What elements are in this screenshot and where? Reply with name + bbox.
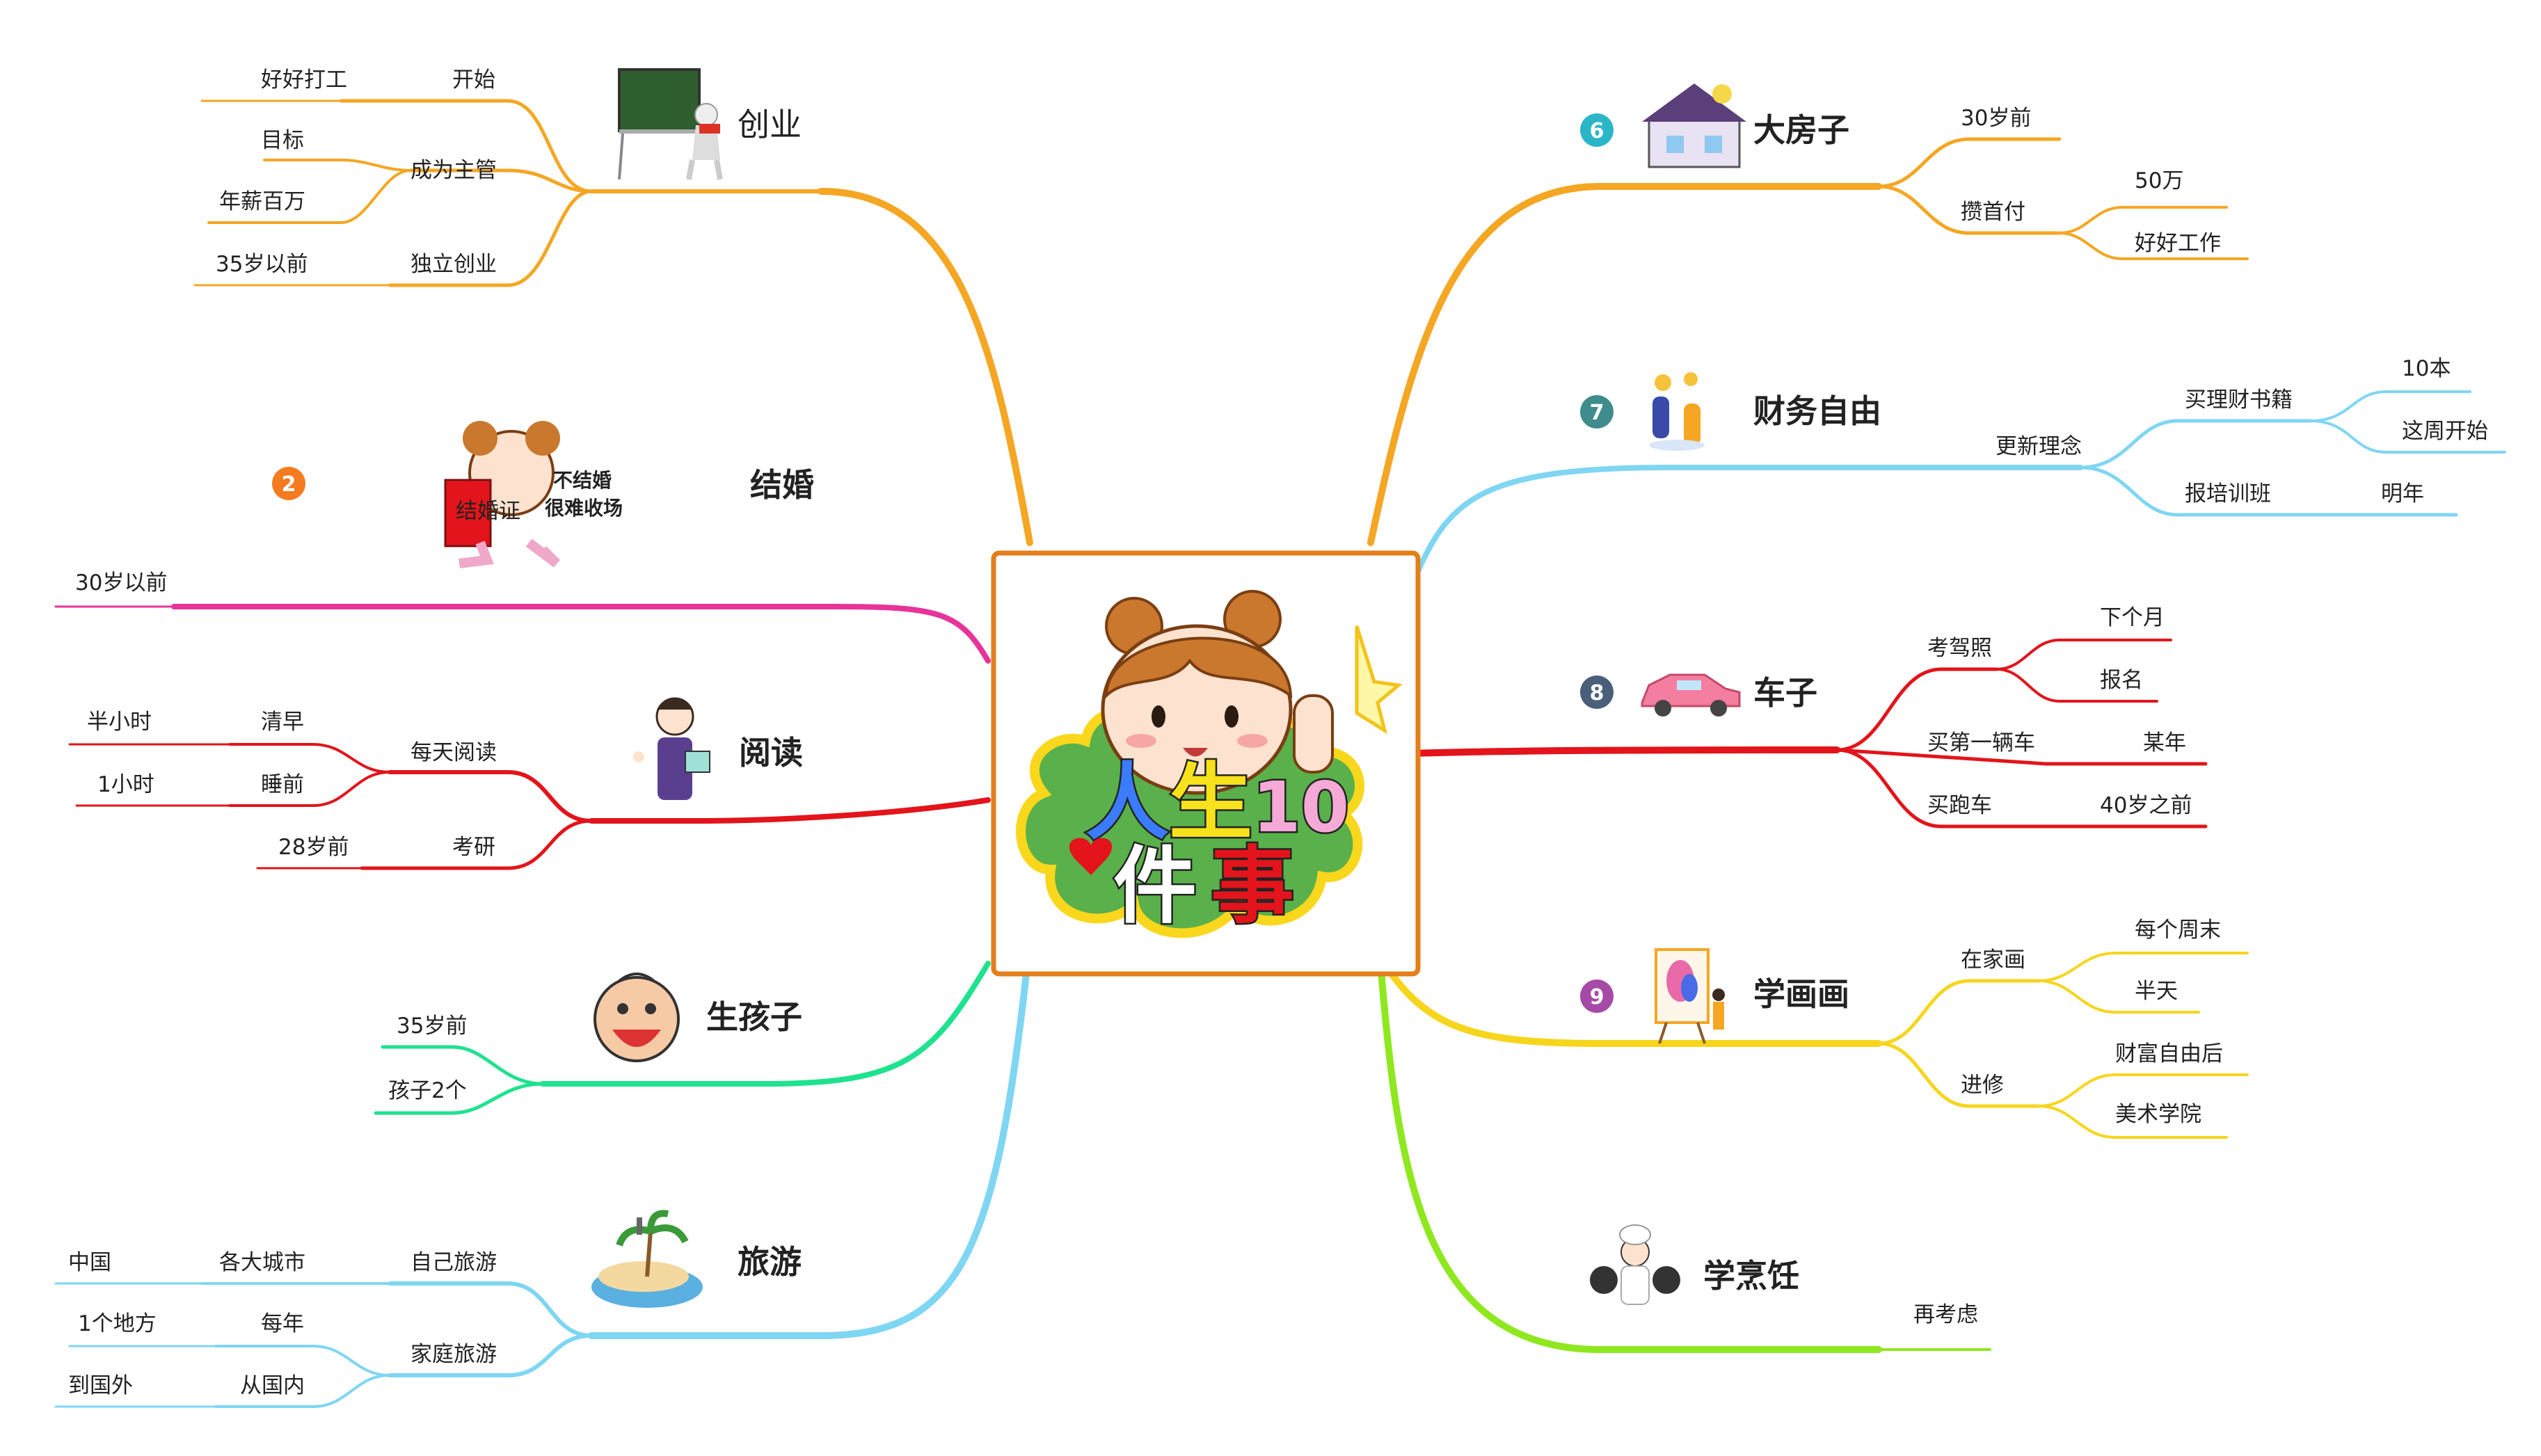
node-ziji-lvyou[interactable]: 自己旅游 bbox=[411, 1250, 497, 1275]
reading-person-icon bbox=[633, 697, 710, 800]
blackboard-icon bbox=[618, 68, 723, 180]
node-1-xiaoshi[interactable]: 1小时 bbox=[97, 772, 154, 797]
node-zhezhou-kaishi[interactable]: 这周开始 bbox=[2402, 419, 2488, 444]
badge-7: 7 bbox=[1580, 395, 1614, 429]
island-icon bbox=[591, 1210, 703, 1308]
badge-2: 2 bbox=[272, 467, 305, 500]
svg-text:9: 9 bbox=[1590, 985, 1604, 1009]
node-haohao-gongzuo[interactable]: 好好工作 bbox=[2135, 231, 2221, 256]
node-meige-zhoumo[interactable]: 每个周末 bbox=[2135, 918, 2221, 943]
node-gedachengshi[interactable]: 各大城市 bbox=[219, 1250, 305, 1275]
badge-9: 9 bbox=[1580, 979, 1614, 1013]
finance-freedom-icon bbox=[1649, 372, 1705, 451]
marriage-sticker-image: 结婚证 不结婚 很难收场 bbox=[414, 386, 644, 574]
node-40sui-zhiqian[interactable]: 40岁之前 bbox=[2100, 793, 2192, 818]
topic-xuehuahua[interactable]: 学画画 bbox=[1753, 975, 1849, 1013]
node-mai-licai-shuji[interactable]: 买理财书籍 bbox=[2185, 387, 2293, 413]
svg-text:6: 6 bbox=[1590, 119, 1604, 143]
node-nianxin-baiwan[interactable]: 年薪百万 bbox=[219, 189, 305, 214]
node-1ge-difang[interactable]: 1个地方 bbox=[78, 1311, 157, 1336]
topic-yuedu[interactable]: 阅读 bbox=[739, 734, 803, 771]
branch-jiehun-lines bbox=[54, 604, 991, 664]
topic-chuangye[interactable]: 创业 bbox=[738, 106, 802, 143]
node-mounian[interactable]: 某年 bbox=[2143, 730, 2186, 755]
node-kao-jiazhao[interactable]: 考驾照 bbox=[1927, 636, 1992, 661]
node-30-yiqian[interactable]: 30岁以前 bbox=[75, 570, 167, 595]
node-caifu-ziyou-hou[interactable]: 财富自由后 bbox=[2115, 1041, 2223, 1066]
topic-jiehun[interactable]: 结婚 bbox=[750, 466, 814, 504]
sticker-text-1: 不结婚 bbox=[553, 469, 612, 492]
node-jinxiu[interactable]: 进修 bbox=[1961, 1073, 2004, 1098]
branch-chuangye-lines bbox=[193, 99, 1033, 546]
node-zanshoufu[interactable]: 攒首付 bbox=[1961, 200, 2025, 225]
topic-lvyou[interactable]: 旅游 bbox=[738, 1243, 802, 1281]
node-ban-xiaoshi[interactable]: 半小时 bbox=[87, 710, 152, 735]
node-50wan[interactable]: 50万 bbox=[2135, 168, 2183, 193]
node-mai-diyiliang-che[interactable]: 买第一辆车 bbox=[1927, 730, 2035, 755]
node-35-suiqian[interactable]: 35岁前 bbox=[397, 1014, 467, 1039]
center-title: 人生10 件事 bbox=[1069, 753, 1351, 937]
node-mai-paoche[interactable]: 买跑车 bbox=[1927, 793, 1992, 818]
node-10ben[interactable]: 10本 bbox=[2402, 356, 2451, 381]
chef-icon bbox=[1590, 1224, 1680, 1305]
node-meishu-xueyuan[interactable]: 美术学院 bbox=[2115, 1102, 2201, 1127]
node-zaijia-hua[interactable]: 在家画 bbox=[1961, 947, 2025, 973]
node-35-yiqian[interactable]: 35岁以前 bbox=[216, 252, 308, 277]
node-kaishi[interactable]: 开始 bbox=[452, 67, 495, 93]
node-30-suiqian[interactable]: 30岁前 bbox=[1961, 106, 2031, 131]
node-qingzao[interactable]: 清早 bbox=[261, 710, 304, 735]
branch-pengren-lines bbox=[1378, 967, 1991, 1353]
node-meitian-yuedu[interactable]: 每天阅读 bbox=[411, 740, 497, 765]
center-node[interactable]: 人生10 件事 bbox=[991, 550, 1421, 977]
house-icon bbox=[1642, 83, 1746, 168]
node-jiating-lvyou[interactable]: 家庭旅游 bbox=[411, 1342, 497, 1367]
topic-chezi[interactable]: 车子 bbox=[1753, 674, 1817, 712]
painting-easel-icon bbox=[1655, 948, 1725, 1044]
node-xia-geyue[interactable]: 下个月 bbox=[2100, 605, 2165, 630]
node-cong-guonei[interactable]: 从国内 bbox=[240, 1373, 305, 1398]
sparkle-shape bbox=[1355, 625, 1403, 735]
node-bantian[interactable]: 半天 bbox=[2135, 979, 2178, 1004]
branch-dafangzi-lines bbox=[1367, 137, 2249, 546]
node-kaoyan[interactable]: 考研 bbox=[452, 835, 495, 860]
badge-8: 8 bbox=[1580, 675, 1614, 709]
node-baoming[interactable]: 报名 bbox=[2100, 668, 2143, 693]
branch-lvyou-lines bbox=[54, 970, 1030, 1408]
branch-shenghaizi-lines bbox=[374, 961, 991, 1115]
node-duli-chuangye[interactable]: 独立创业 bbox=[411, 252, 497, 277]
node-haohao-dagong[interactable]: 好好打工 bbox=[261, 67, 347, 93]
branch-caiwu-lines bbox=[1410, 390, 2506, 587]
node-mingnian[interactable]: 明年 bbox=[2381, 481, 2424, 506]
topic-pengren[interactable]: 学烹饪 bbox=[1703, 1257, 1799, 1295]
node-haizi-2ge[interactable]: 孩子2个 bbox=[388, 1078, 467, 1103]
car-icon bbox=[1641, 673, 1741, 717]
branch-chezi-lines bbox=[1409, 639, 2208, 829]
heart-shape bbox=[1069, 838, 1113, 875]
node-meinian[interactable]: 每年 bbox=[261, 1311, 304, 1336]
topic-shenghaizi[interactable]: 生孩子 bbox=[706, 998, 802, 1036]
badge-6: 6 bbox=[1580, 113, 1614, 147]
baby-face-icon bbox=[594, 973, 680, 1062]
sticker-text-2: 很难收场 bbox=[545, 497, 623, 520]
svg-text:人生10: 人生10 bbox=[1085, 755, 1349, 851]
branch-yuedu-lines bbox=[68, 743, 991, 870]
node-baopei-xunlianban[interactable]: 报培训班 bbox=[2185, 481, 2271, 506]
node-zai-kaolv[interactable]: 再考虑 bbox=[1913, 1302, 1978, 1327]
node-gengxin-linian[interactable]: 更新理念 bbox=[1996, 434, 2082, 459]
svg-text:件事: 件事 bbox=[1113, 838, 1294, 935]
node-28-suiqian[interactable]: 28岁前 bbox=[278, 835, 349, 860]
topic-dafangzi[interactable]: 大房子 bbox=[1753, 111, 1849, 149]
girl-illustration bbox=[1101, 590, 1403, 795]
node-zhongguo[interactable]: 中国 bbox=[68, 1250, 111, 1275]
node-shuiqian[interactable]: 睡前 bbox=[261, 772, 304, 797]
sticker-card-text: 结婚证 bbox=[456, 499, 520, 524]
node-dao-guowai[interactable]: 到国外 bbox=[68, 1373, 133, 1398]
topic-caiwu[interactable]: 财务自由 bbox=[1753, 392, 1881, 430]
node-mubiao[interactable]: 目标 bbox=[261, 128, 304, 153]
svg-text:2: 2 bbox=[282, 472, 296, 497]
svg-text:7: 7 bbox=[1590, 401, 1604, 425]
svg-text:8: 8 bbox=[1590, 681, 1604, 705]
node-chengwei-zhuguan[interactable]: 成为主管 bbox=[411, 158, 497, 183]
